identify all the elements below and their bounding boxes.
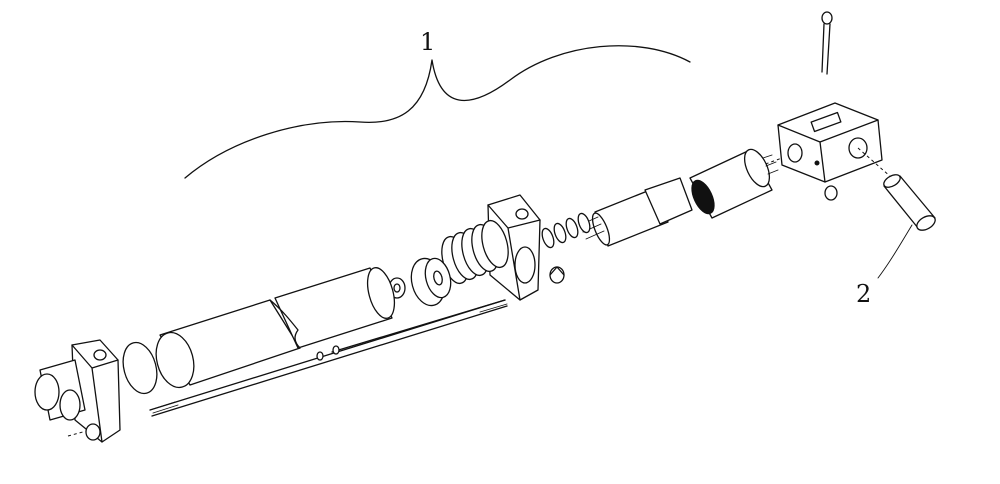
front-head-plate [487,194,541,301]
seal-rings [541,212,591,249]
tie-rod-upper [149,299,508,417]
small-bushing [824,185,838,201]
barrel-o-ring [122,341,158,395]
callout-2-leader [877,224,913,279]
head-nut-front [549,266,565,284]
piston-rod [579,177,693,247]
tie-rod-lower [331,299,506,355]
head-nut-rear [67,423,101,441]
clevis-pin [857,147,936,231]
callout-1-label: 1 [420,28,435,56]
assembly-brace [184,45,691,179]
cotter-pin [821,11,833,75]
clevis-axis-line [759,157,783,167]
piston [410,257,452,307]
callout-2-label: 2 [856,280,871,308]
rod-sleeve [689,148,779,219]
rod-clevis [777,102,883,183]
rear-end-cap [34,339,121,443]
cylinder-barrel [155,267,396,389]
